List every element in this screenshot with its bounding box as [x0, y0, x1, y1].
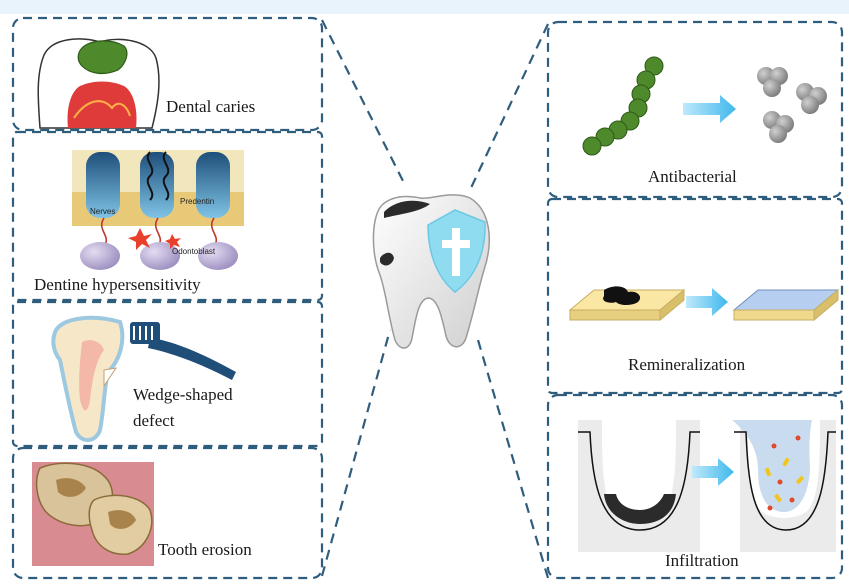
sphere [801, 96, 819, 114]
tubule-2 [140, 152, 174, 218]
slab-after-front [734, 310, 814, 320]
caries-lesion [78, 41, 127, 74]
slab-front [570, 310, 660, 320]
label-antibacterial: Antibacterial [648, 166, 737, 188]
particle [790, 498, 795, 503]
particle [768, 506, 773, 511]
label-infiltration: Infiltration [665, 550, 739, 572]
label-predentin: Predentin [180, 197, 214, 206]
bacterium [583, 137, 601, 155]
label-nerves: Nerves [90, 207, 115, 216]
sphere [763, 79, 781, 97]
label-dentine-hypersensitivity: Dentine hypersensitivity [34, 274, 201, 296]
particle [772, 444, 777, 449]
caries-pulp [68, 82, 137, 129]
label-remineralization: Remineralization [628, 354, 745, 376]
label-wedge-line2: defect [133, 410, 175, 432]
caries-tooth-illustration [38, 39, 159, 128]
erosion-photo [32, 462, 154, 566]
label-odontoblast: Odontoblast [172, 247, 215, 256]
sphere [769, 125, 787, 143]
label-tooth-erosion: Tooth erosion [158, 539, 252, 561]
label-wedge-line1: Wedge-shaped [133, 384, 233, 406]
infiltration-after [732, 420, 836, 552]
odontoblast-cell-1 [80, 242, 120, 270]
tubule-3 [196, 152, 230, 218]
particle [796, 436, 801, 441]
particle [778, 480, 783, 485]
label-dental-caries: Dental caries [166, 96, 255, 118]
